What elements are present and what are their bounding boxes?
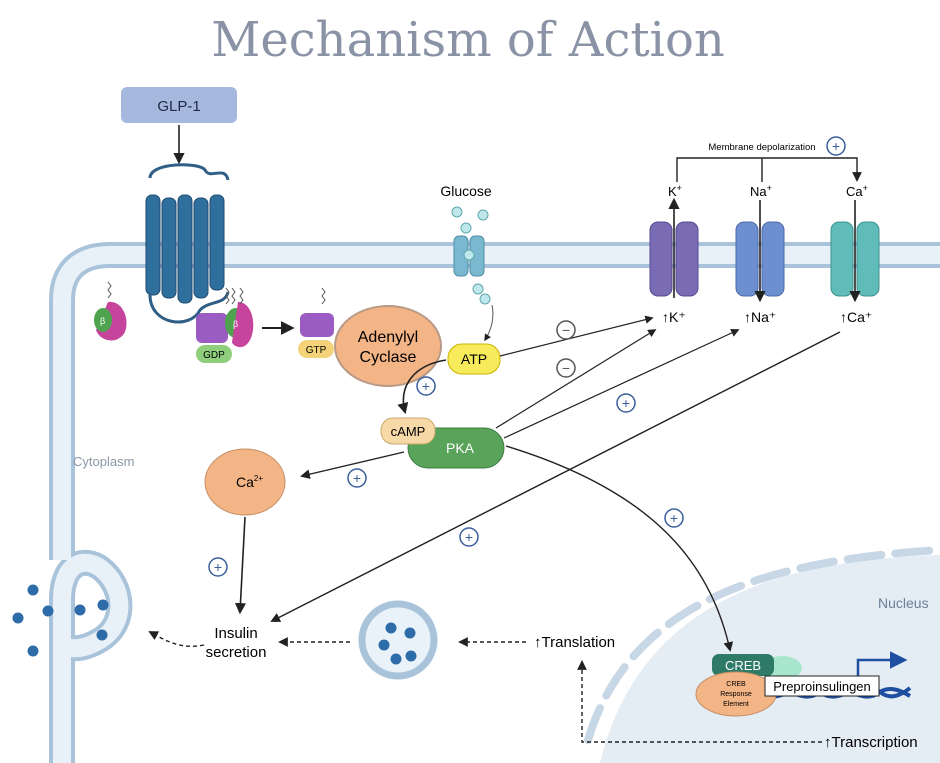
g-protein-gdp: β GDP	[196, 287, 254, 363]
pka-to-creb-arrow	[505, 445, 734, 652]
ion-channels: K+ ↑K⁺ Na+ ↑Na⁺ Ca+ ↑Ca⁺	[649, 183, 880, 325]
beta-label-1: β	[100, 316, 105, 326]
membrane-depolarization: Membrane depolarization +	[676, 136, 862, 182]
glp1-ligand: GLP-1	[121, 87, 237, 123]
adenylyl-cyclase: Adenylyl Cyclase	[334, 305, 442, 387]
nucleus-label: Nucleus	[878, 595, 929, 611]
released-insulin-granules	[12, 584, 109, 657]
plus-sign-na: +	[616, 393, 636, 413]
plus-sign-camp: +	[416, 376, 436, 396]
glucose-label: Glucose	[440, 183, 492, 199]
k-ion-label: K+	[668, 183, 682, 199]
plus-label: +	[214, 559, 222, 575]
camp-label: cAMP	[391, 424, 426, 439]
creb-element-label-1: CREB	[726, 681, 746, 688]
camp: cAMP	[380, 417, 436, 445]
plus-label: +	[422, 378, 430, 394]
ca-out-label: ↑Ca⁺	[840, 309, 872, 325]
insulin-secretion-label-1: Insulin	[214, 625, 257, 642]
minus-sign-atp: −	[556, 320, 576, 340]
plus-label: +	[670, 510, 678, 526]
calcium-ion: Ca2+	[204, 448, 286, 516]
plus-sign-ca-channel: +	[459, 527, 479, 547]
gdp-label: GDP	[203, 350, 225, 361]
adenylyl-label-1: Adenylyl	[358, 329, 418, 346]
translation-label: ↑Translation	[534, 634, 615, 651]
beta-label-2: β	[233, 319, 238, 329]
plus-sign-creb: +	[664, 508, 684, 528]
atp-to-k-arrow	[499, 315, 654, 357]
na-out-label: ↑Na⁺	[744, 309, 776, 325]
calcium-label: Ca2+	[236, 474, 263, 490]
plus-sign-insulin: +	[208, 557, 228, 577]
transcription-start-arrow	[856, 651, 908, 680]
insulin-vesicle	[358, 600, 438, 680]
cell-membrane	[49, 242, 940, 763]
k-out-label: ↑K⁺	[662, 309, 686, 325]
creb-label: CREB	[725, 658, 761, 673]
creb-element-label-3: Element	[723, 701, 749, 708]
cytoplasm-label: Cytoplasm	[73, 454, 134, 469]
minus-sign-pka: −	[556, 358, 576, 378]
preproinsulin-label: Preproinsulingen	[773, 679, 871, 694]
plus-label: +	[622, 395, 630, 411]
calcium-to-insulin-arrow	[234, 516, 247, 615]
plus-label: +	[465, 529, 473, 545]
atp-to-camp-arrow	[397, 359, 447, 415]
plus-label: +	[832, 138, 840, 154]
creb-element-label-2: Response	[720, 691, 752, 698]
pka-to-k-arrow	[495, 329, 657, 429]
insulin-secretion-label-2: secretion	[206, 644, 267, 661]
g-protein-gtp: GTP	[298, 287, 334, 358]
ca-to-insulin-arrow	[270, 331, 841, 622]
free-beta-gamma-subunit: β	[94, 281, 127, 341]
gtp-label: GTP	[306, 345, 327, 356]
plus-label: +	[353, 470, 361, 486]
na-ion-label: Na+	[750, 183, 772, 199]
atp: ATP	[447, 343, 501, 375]
na-channel: Na+ ↑Na⁺	[735, 183, 785, 325]
transcription-to-translation-arrow	[577, 660, 822, 743]
ca-channel: Ca+ ↑Ca⁺	[830, 183, 880, 325]
insulin-to-exocytosis-arrow	[148, 631, 205, 647]
pka-label: PKA	[446, 440, 475, 456]
membrane-depolarization-label: Membrane depolarization	[708, 142, 815, 153]
pka-to-na-arrow	[503, 329, 740, 439]
plus-sign-calcium: +	[347, 468, 367, 488]
minus-label: −	[562, 322, 570, 338]
minus-label: −	[562, 360, 570, 376]
glucose-transporter: Glucose	[440, 183, 494, 342]
adenylyl-label-2: Cyclase	[360, 349, 417, 366]
pka-to-calcium-arrow	[300, 451, 405, 479]
transcription-label: ↑Transcription	[824, 734, 918, 751]
glp1-receptor	[145, 163, 230, 324]
atp-label: ATP	[461, 351, 487, 367]
ca-ion-label: Ca+	[846, 183, 868, 199]
glp1-label: GLP-1	[157, 98, 200, 115]
k-channel: K+ ↑K⁺	[649, 183, 699, 325]
creb-complex: CREB CREB Response Element Preproinsulin…	[695, 651, 912, 717]
page-title: Mechanism of Action	[211, 12, 725, 68]
